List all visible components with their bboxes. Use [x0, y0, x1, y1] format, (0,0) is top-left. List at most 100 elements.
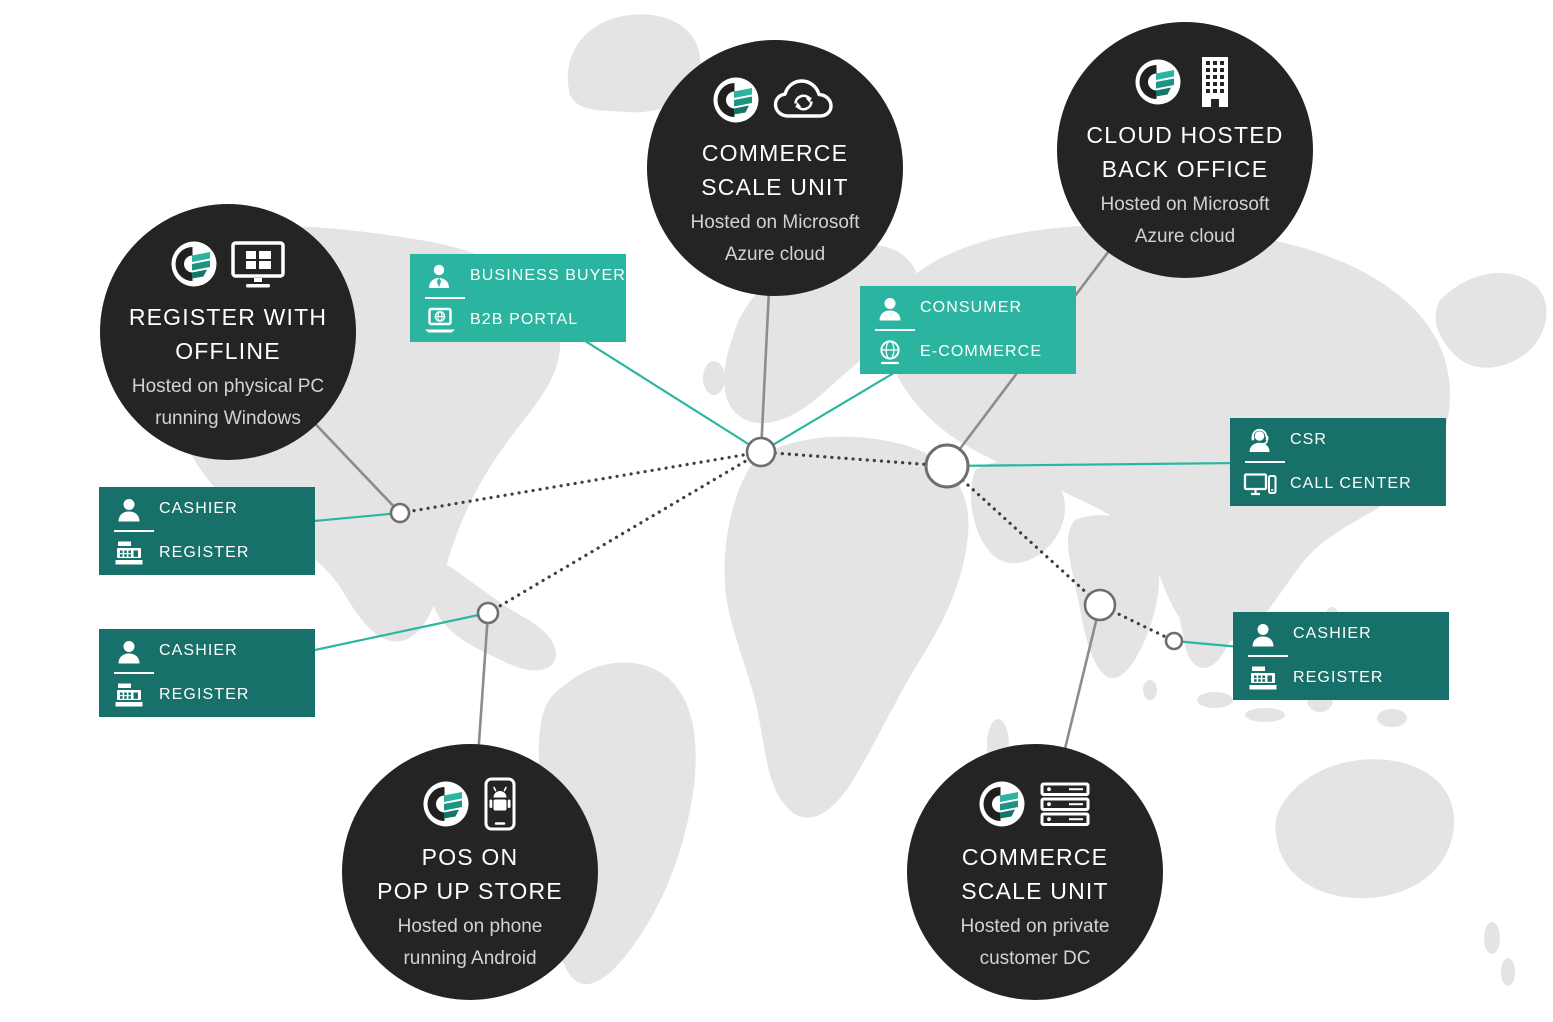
hub-node [924, 443, 970, 489]
island-new-zealand-north [1484, 922, 1500, 954]
tag-row: CONSUMER [860, 286, 1076, 330]
node-register-with-offline: REGISTER WITH OFFLINE Hosted on physical… [100, 204, 356, 460]
business-buyer-icon [410, 263, 470, 289]
dotted-connection [398, 450, 763, 515]
cash-register-icon [99, 540, 159, 566]
node-cloud-hosted-back-office: CLOUD HOSTED BACK OFFICE Hosted on Micro… [1057, 22, 1313, 278]
node-icon-row [423, 776, 517, 832]
office-building-icon [1195, 55, 1235, 109]
node-subtitle-line: Hosted on phone [397, 916, 543, 937]
node-subtitle-line: Hosted on private [960, 916, 1110, 937]
call-center-monitor-phone-icon [1230, 471, 1290, 497]
node-subtitle: Hosted on Microsoft Azure cloud [691, 207, 860, 271]
node-subtitle: Hosted on physical PC running Windows [132, 371, 324, 435]
hub-node [389, 502, 411, 524]
cloud-sync-icon [773, 77, 837, 123]
tag-cashier-register-west-2: CASHIER REGISTER [99, 629, 315, 717]
island-java [1245, 708, 1285, 722]
node-subtitle: Hosted on phone running Android [398, 911, 543, 975]
android-phone-icon [483, 777, 517, 831]
tag-row: CALL CENTER [1230, 462, 1446, 506]
tag-label: CASHIER [159, 500, 238, 517]
node-title-line: SCALE UNIT [701, 174, 849, 200]
node-title-line: COMMERCE [961, 844, 1109, 870]
dotted-connection [759, 450, 949, 468]
node-subtitle: Hosted on private customer DC [961, 911, 1110, 975]
node-title-line: POS ON [421, 844, 519, 870]
node-title-line: COMMERCE [701, 140, 849, 166]
node-subtitle: Hosted on Microsoft Azure cloud [1101, 189, 1270, 253]
island-uk [703, 361, 725, 395]
node-subtitle-line: customer DC [979, 948, 1091, 969]
dynamics-commerce-logo-icon [1135, 59, 1181, 105]
continent-greenland [567, 14, 701, 113]
icon-divider [1245, 461, 1285, 463]
region-arabia [970, 460, 1066, 564]
node-icon-row [171, 236, 285, 292]
person-icon [1233, 622, 1293, 647]
tag-csr-call-center: CSR CALL CENTER [1230, 418, 1446, 506]
tag-label: CASHIER [1293, 625, 1372, 642]
tag-cashier-register-west-1: CASHIER REGISTER [99, 487, 315, 575]
node-subtitle-line: running Windows [155, 408, 301, 429]
node-title: COMMERCE SCALE UNIT [701, 136, 848, 204]
dotted-connection [945, 464, 1102, 607]
hub-node [745, 436, 777, 468]
icon-divider [114, 672, 154, 674]
node-title-line: BACK OFFICE [1101, 156, 1269, 182]
tag-row: CASHIER [99, 629, 315, 673]
tag-label: CALL CENTER [1290, 475, 1412, 492]
tag-row: BUSINESS BUYER [410, 254, 626, 298]
cash-register-icon [99, 682, 159, 708]
node-subtitle-line: Azure cloud [1134, 226, 1236, 247]
tag-label: B2B PORTAL [470, 311, 579, 328]
person-icon [99, 497, 159, 522]
tag-row: B2B PORTAL [410, 298, 626, 342]
csr-headset-icon [1230, 427, 1290, 453]
dotted-connections [398, 450, 1176, 643]
person-icon [860, 296, 920, 321]
tag-row: CASHIER [99, 487, 315, 531]
tag-label: E-COMMERCE [920, 343, 1043, 360]
node-commerce-scale-unit-cloud: COMMERCE SCALE UNIT Hosted on Microsoft … [647, 40, 903, 296]
globe-icon [860, 339, 920, 365]
node-title: REGISTER WITH OFFLINE [129, 300, 327, 368]
tag-row: REGISTER [99, 531, 315, 575]
icon-divider [425, 297, 465, 299]
node-title-line: POP UP STORE [377, 878, 563, 904]
island-sri-lanka [1143, 680, 1157, 700]
icon-divider [1248, 655, 1288, 657]
node-icon-row [979, 776, 1091, 832]
node-title-line: CLOUD HOSTED [1086, 122, 1284, 148]
dynamics-commerce-logo-icon [171, 241, 217, 287]
hub-node [1164, 631, 1184, 651]
node-title-line: REGISTER WITH [128, 304, 328, 330]
island-new-guinea [1377, 709, 1407, 727]
node-subtitle-line: Hosted on Microsoft [1100, 194, 1270, 215]
teal-connections [206, 297, 1341, 675]
node-pos-pop-up-store: POS ON POP UP STORE Hosted on phone runn… [342, 744, 598, 1000]
tag-label: REGISTER [1293, 669, 1384, 686]
continent-australia [1275, 759, 1455, 899]
dynamics-commerce-logo-icon [423, 781, 469, 827]
node-title-line: SCALE UNIT [961, 878, 1109, 904]
island-new-zealand-south [1501, 958, 1515, 986]
node-title-line: OFFLINE [175, 338, 281, 364]
icon-divider [114, 530, 154, 532]
hub-nodes [389, 436, 1184, 651]
node-subtitle-line: Hosted on Microsoft [690, 212, 860, 233]
tag-label: REGISTER [159, 686, 250, 703]
region-far-east [1435, 273, 1547, 368]
tag-row: REGISTER [99, 673, 315, 717]
node-title: COMMERCE SCALE UNIT [961, 840, 1108, 908]
windows-monitor-icon [231, 240, 285, 288]
cash-register-icon [1233, 665, 1293, 691]
hub-node [1083, 588, 1117, 622]
tag-row: CASHIER [1233, 612, 1449, 656]
node-icon-row [713, 72, 837, 128]
node-title: CLOUD HOSTED BACK OFFICE [1086, 118, 1283, 186]
node-subtitle-line: Hosted on physical PC [131, 376, 325, 397]
dynamics-commerce-logo-icon [713, 77, 759, 123]
tag-row: CSR [1230, 418, 1446, 462]
